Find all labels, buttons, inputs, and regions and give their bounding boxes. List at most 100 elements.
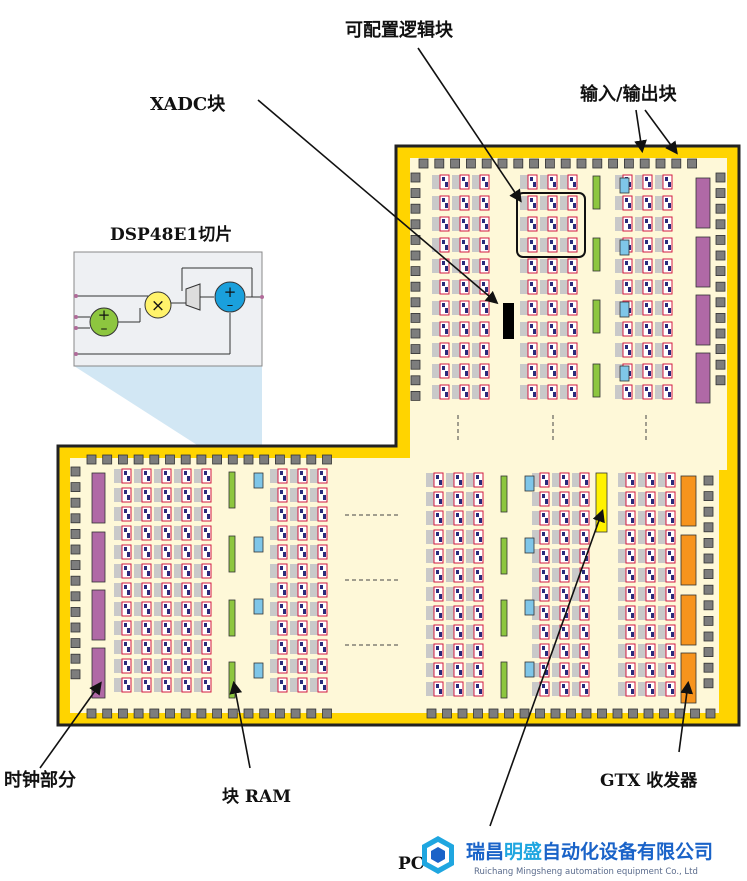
io-pad xyxy=(703,522,714,533)
clb-cell xyxy=(432,258,450,274)
clb-cell xyxy=(560,342,578,358)
clb-cell xyxy=(290,601,308,617)
block-ram xyxy=(500,475,508,513)
clb-cell xyxy=(114,563,132,579)
block-ram xyxy=(228,535,236,573)
clb-cell xyxy=(114,544,132,560)
clb-cell xyxy=(174,487,192,503)
io-pad xyxy=(410,250,421,261)
dsp-slice xyxy=(253,662,264,679)
clb-cell xyxy=(658,586,676,602)
clb-cell xyxy=(472,363,490,379)
clb-cell xyxy=(194,677,212,693)
clb-cell xyxy=(270,525,288,541)
clb-cell xyxy=(572,624,590,640)
io-pad xyxy=(196,708,207,719)
clb-cell xyxy=(174,658,192,674)
clb-cell xyxy=(560,363,578,379)
clb-cell xyxy=(466,605,484,621)
clb-cell xyxy=(618,567,636,583)
clb-cell xyxy=(310,601,328,617)
clb-cell xyxy=(432,174,450,190)
io-pad xyxy=(504,708,514,719)
clb-cell xyxy=(472,237,490,253)
clb-cell xyxy=(618,472,636,488)
io-pad xyxy=(674,708,685,719)
io-pad xyxy=(715,266,726,277)
clb-cell xyxy=(638,662,656,678)
clb-cell xyxy=(270,544,288,560)
clb-cell xyxy=(310,544,328,560)
io-pad xyxy=(70,497,81,508)
clb-cell xyxy=(446,491,464,507)
io-pad xyxy=(243,454,254,465)
io-pad xyxy=(133,454,144,465)
clb-cell xyxy=(174,582,192,598)
watermark-company-en: Ruichang Mingsheng automation equipment … xyxy=(474,867,698,877)
io-pad xyxy=(259,454,270,465)
watermark-company-cn: 瑞昌明盛自动化设备有限公司 xyxy=(466,840,713,863)
dsp-slice xyxy=(253,598,264,615)
clb-cell xyxy=(446,548,464,564)
io-pad xyxy=(659,708,669,719)
clb-cell xyxy=(134,563,152,579)
io-pad xyxy=(497,158,508,169)
clb-cell xyxy=(572,491,590,507)
clb-cell xyxy=(658,624,676,640)
clb-cell xyxy=(560,321,578,337)
io-pad xyxy=(274,708,285,719)
clb-cell xyxy=(310,639,328,655)
clb-cell xyxy=(618,662,636,678)
io-pad xyxy=(473,708,483,719)
clb-cell xyxy=(290,620,308,636)
io-pad xyxy=(70,591,81,602)
dsp-slice xyxy=(253,536,264,553)
clb-cell xyxy=(638,548,656,564)
io-pad xyxy=(457,708,468,719)
clb-cell xyxy=(520,174,538,190)
io-pad xyxy=(70,482,81,493)
io-pad xyxy=(165,454,175,465)
clb-cell xyxy=(532,605,550,621)
io-pad xyxy=(639,158,650,169)
clb-cell xyxy=(655,300,673,316)
clb-cell xyxy=(540,174,558,190)
clb-cell xyxy=(114,658,132,674)
clb-cell xyxy=(426,605,444,621)
io-pad xyxy=(196,454,207,465)
io-pad xyxy=(290,454,301,465)
clb-cell xyxy=(532,491,550,507)
leader-arrows xyxy=(39,47,694,827)
clb-cell xyxy=(472,258,490,274)
io-pad xyxy=(434,158,445,169)
clb-cell xyxy=(658,643,676,659)
clb-cell xyxy=(618,643,636,659)
clb-cell xyxy=(552,586,570,602)
clb-cell xyxy=(432,321,450,337)
clb-cell xyxy=(560,174,578,190)
io-pad xyxy=(70,560,81,570)
clb-cell xyxy=(134,487,152,503)
clock-region xyxy=(695,294,711,346)
clb-cell xyxy=(655,258,673,274)
clb-cell xyxy=(426,643,444,659)
io-pad xyxy=(519,708,530,719)
clb-cell xyxy=(658,662,676,678)
clb-cell xyxy=(432,363,450,379)
clb-cell xyxy=(466,586,484,602)
clb-highlight-box xyxy=(516,192,586,258)
io-pad xyxy=(624,158,634,169)
clb-cell xyxy=(114,639,132,655)
clb-cell xyxy=(658,472,676,488)
io-pad xyxy=(703,538,714,548)
clb-cell xyxy=(290,544,308,560)
clb-cell xyxy=(520,216,538,232)
io-pad xyxy=(715,312,726,323)
clb-cell xyxy=(270,677,288,693)
clb-cell xyxy=(618,605,636,621)
clb-cell xyxy=(560,216,578,232)
io-pad xyxy=(70,622,81,633)
clb-cell xyxy=(615,279,633,295)
io-pad xyxy=(165,708,175,719)
io-pad xyxy=(705,708,716,719)
